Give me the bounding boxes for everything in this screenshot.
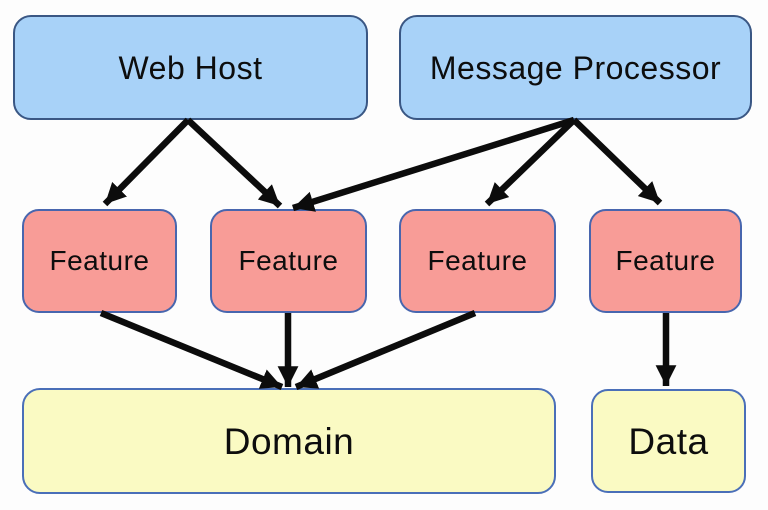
node-feature-1-label: Feature: [49, 245, 150, 276]
node-data-label: Data: [628, 420, 709, 462]
node-feature-2-label: Feature: [238, 245, 339, 276]
node-domain-label: Domain: [223, 420, 355, 462]
node-message-processor-label: Message Processor: [429, 49, 722, 86]
node-feature-2: Feature: [210, 209, 367, 313]
node-message-processor: Message Processor: [399, 15, 752, 120]
node-web-host-label: Web Host: [118, 49, 263, 86]
node-feature-3: Feature: [399, 209, 556, 313]
node-web-host: Web Host: [13, 15, 368, 120]
node-data: Data: [591, 389, 746, 493]
node-domain: Domain: [22, 388, 556, 494]
node-feature-4: Feature: [589, 209, 742, 313]
node-feature-1: Feature: [22, 209, 177, 313]
node-feature-3-label: Feature: [427, 245, 528, 276]
node-feature-4-label: Feature: [615, 245, 716, 276]
